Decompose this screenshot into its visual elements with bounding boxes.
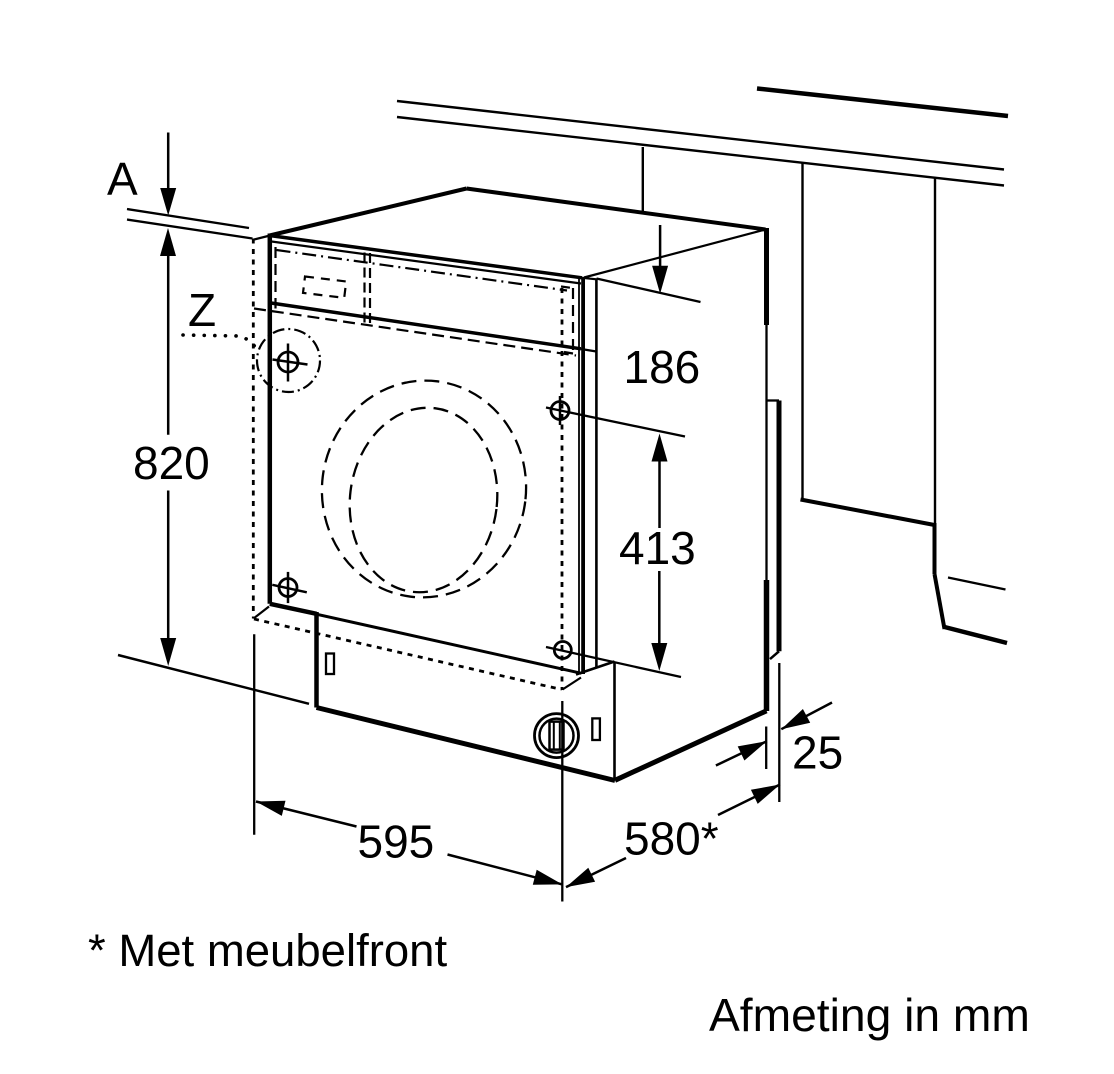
svg-text:820: 820	[133, 437, 210, 489]
svg-text:25: 25	[792, 727, 843, 779]
svg-text:580*: 580*	[624, 813, 719, 865]
svg-text:413: 413	[619, 522, 696, 574]
svg-text:A: A	[107, 153, 138, 205]
svg-text:* Met meubelfront: * Met meubelfront	[88, 925, 447, 976]
svg-text:Z: Z	[188, 284, 216, 336]
svg-text:595: 595	[358, 816, 435, 868]
svg-text:186: 186	[624, 341, 701, 393]
svg-text:Afmeting in mm: Afmeting in mm	[709, 989, 1030, 1041]
